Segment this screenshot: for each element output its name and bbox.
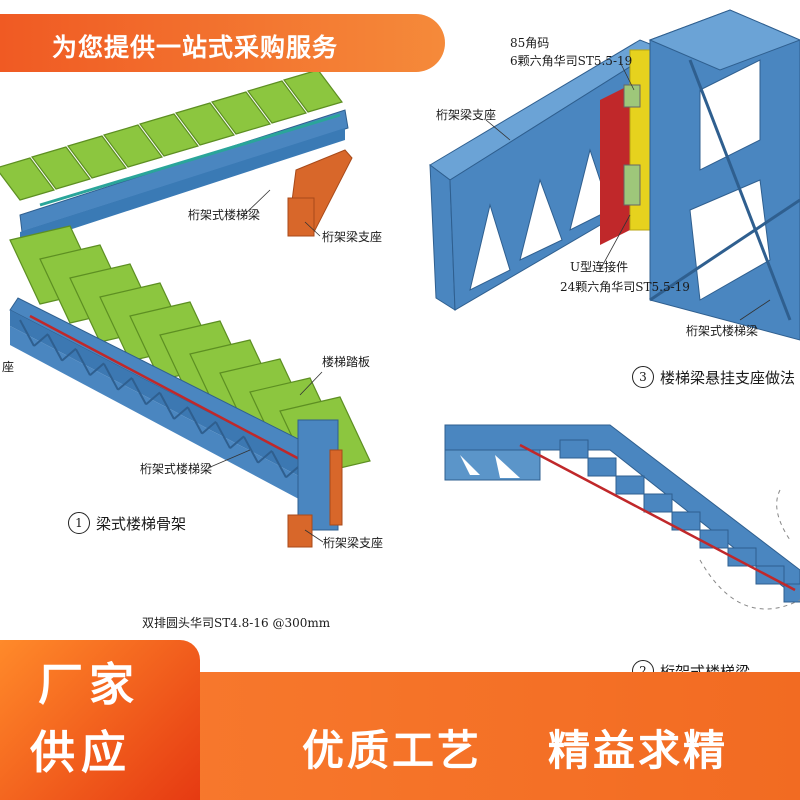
- truss-web-member: [75, 348, 91, 376]
- truss-web-member: [243, 436, 259, 464]
- stair-tread: [67, 135, 127, 179]
- truss-web-member: [159, 392, 175, 420]
- label-screws-6: 6颗六角华司ST5.5-19: [510, 54, 633, 68]
- truss-web-member: [131, 377, 147, 405]
- stair-tread: [139, 113, 199, 157]
- stair-tread: [211, 91, 271, 135]
- truss-web-member: [229, 435, 245, 449]
- label-u-connector: U型连接件: [570, 260, 629, 274]
- label-truss-support-bottom: 桁架梁支座: [323, 536, 384, 550]
- stair-tread: [247, 80, 307, 124]
- truss-web-member: [19, 319, 35, 347]
- truss-web-member: [271, 450, 287, 478]
- truss-web-member: [89, 362, 105, 376]
- truss-web-member: [61, 347, 77, 362]
- label-truss-stair-beam-mid: 桁架式楼梯梁: [140, 462, 213, 476]
- stair-tread: [31, 146, 91, 190]
- label-screws-24: 24颗六角华司ST5.5-19: [560, 280, 690, 294]
- truss-web-member: [117, 377, 133, 391]
- stair-step: [615, 475, 645, 495]
- badge-line-1: 厂家: [38, 658, 141, 711]
- label-truss-support-top: 桁架梁支座: [322, 230, 383, 244]
- caption-3: 3 楼梯梁悬挂支座做法: [632, 366, 795, 388]
- top-banner: [0, 14, 445, 72]
- truss-web-member: [201, 420, 217, 435]
- label-truss-stair-beam-right: 桁架式楼梯梁: [686, 324, 759, 338]
- truss-web-member: [173, 406, 189, 420]
- label-stair-tread: 楼梯踏板: [322, 355, 371, 369]
- caption-3-number: 3: [632, 366, 654, 388]
- truss-web-member: [33, 333, 49, 347]
- truss-web-member: [257, 450, 273, 464]
- stair-step: [643, 493, 673, 513]
- slogan-excellence: 精益求精: [548, 726, 729, 775]
- footer-badge: [0, 640, 200, 800]
- label-angle-85: 85角码: [510, 36, 550, 50]
- truss-web-member: [47, 334, 63, 362]
- truss-web-member: [103, 363, 119, 391]
- caption-1-text: 梁式楼梯骨架: [96, 514, 187, 533]
- support-detail-diagram: [429, 9, 800, 341]
- truss-web-member: [145, 391, 161, 406]
- leader-lines: [207, 61, 771, 543]
- stair-skeleton-diagram: [0, 69, 371, 548]
- stair-step: [699, 529, 729, 549]
- stair-step: [587, 457, 617, 477]
- caption-1-number: 1: [68, 512, 90, 534]
- label-truss-stair-beam-top: 桁架式楼梯梁: [188, 208, 261, 222]
- label-partial-left: 座: [2, 360, 15, 374]
- truss-web-member: [215, 421, 231, 449]
- caption-3-text: 楼梯梁悬挂支座做法: [660, 368, 796, 387]
- stair-step: [559, 439, 589, 459]
- stair-tread: [103, 124, 163, 168]
- stair-step: [783, 583, 800, 603]
- label-truss-support-right: 桁架梁支座: [436, 108, 497, 122]
- label-screws-double-row: 双排圆头华司ST4.8-16 @300mm: [142, 616, 331, 630]
- truss-beam-diagram: [444, 424, 800, 610]
- badge-line-2: 供应: [30, 726, 133, 779]
- stair-tread: [175, 102, 235, 146]
- slogan-quality: 优质工艺: [302, 726, 483, 775]
- truss-web-member: [187, 407, 203, 435]
- caption-1: 1 梁式楼梯骨架: [68, 512, 186, 534]
- banner-text: 为您提供一站式采购服务: [52, 33, 339, 62]
- stair-tread: [0, 157, 55, 201]
